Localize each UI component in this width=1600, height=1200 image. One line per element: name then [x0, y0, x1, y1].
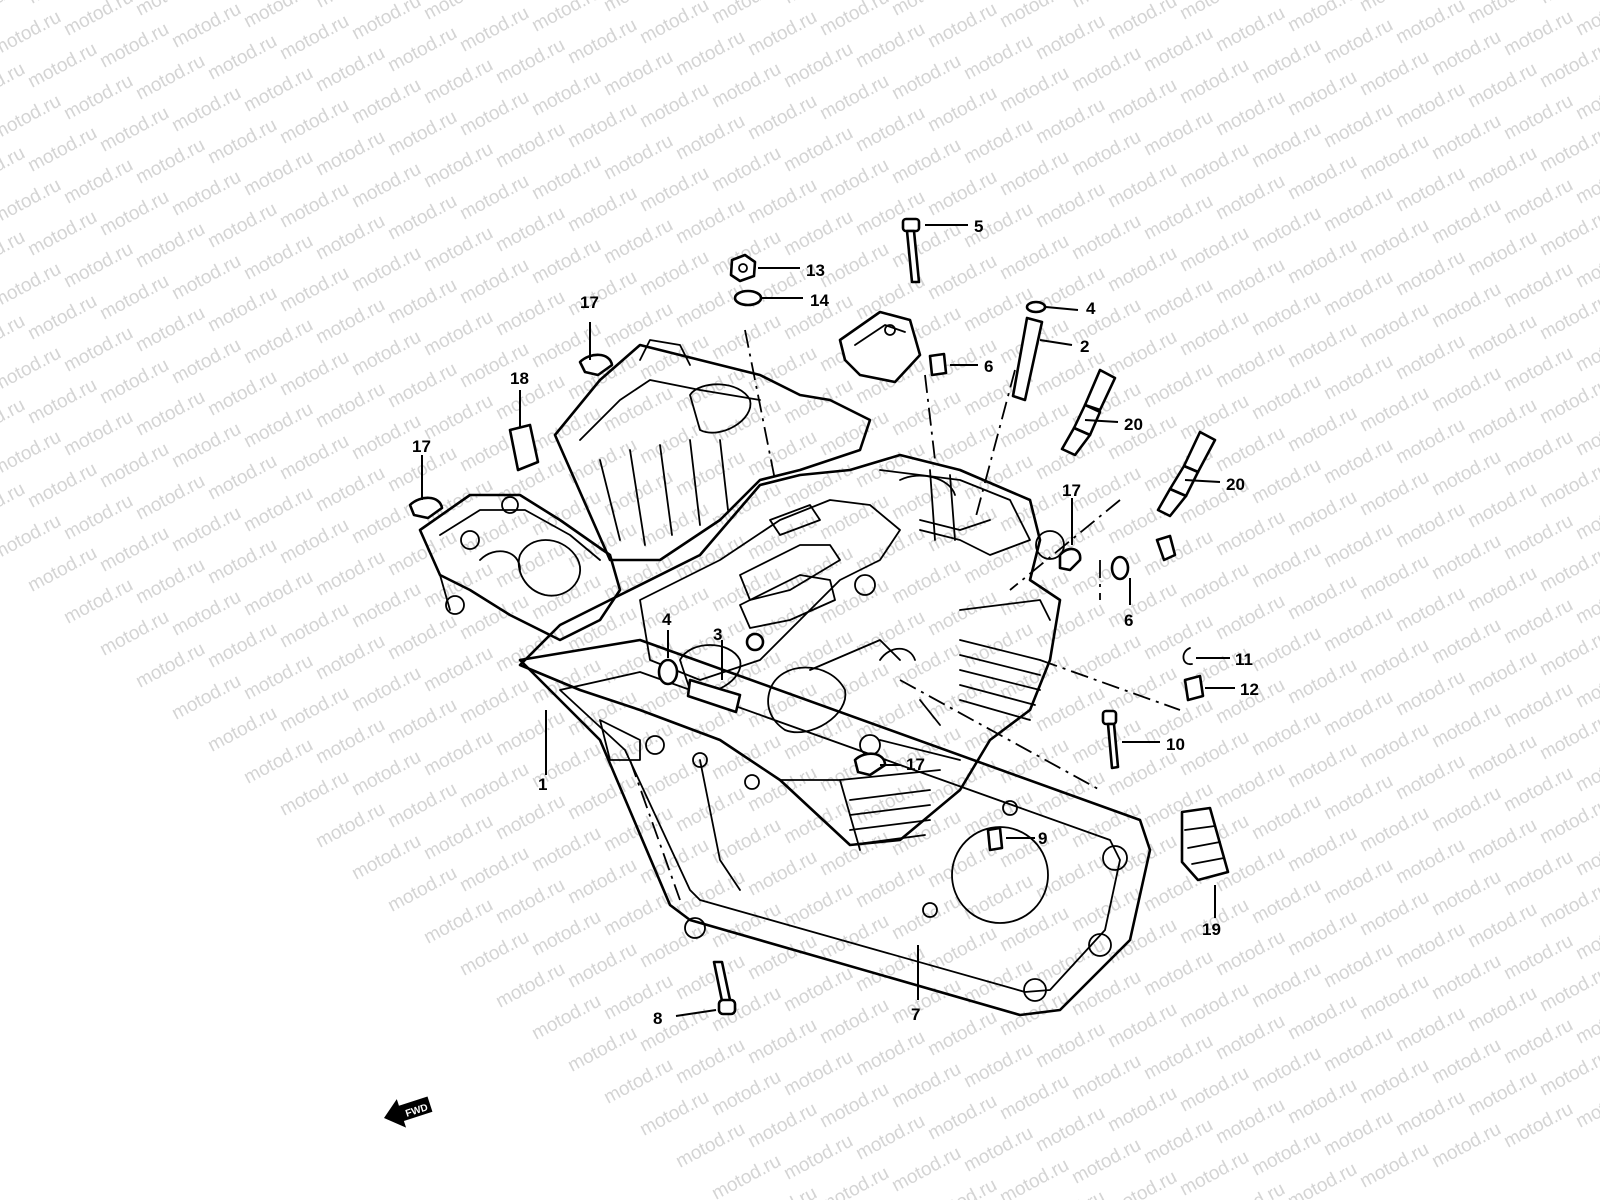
o-ring-part-4-upper	[1025, 300, 1047, 314]
grommet-part-17a	[578, 353, 614, 377]
callout-label: 20	[1226, 475, 1245, 494]
callout-label: 7	[911, 1005, 920, 1024]
grommet-part-17c	[1058, 547, 1082, 572]
callout-label: 10	[1166, 735, 1185, 754]
parts	[408, 217, 1230, 1016]
callout-label: 1	[538, 775, 547, 794]
dowel-part-6-upper	[928, 352, 948, 377]
nut-part-13	[729, 253, 757, 283]
front-direction-arrow: FWD	[384, 1096, 433, 1128]
callout-label: 20	[1124, 415, 1143, 434]
bolt-part-10	[1101, 709, 1120, 770]
clip-part-12	[1183, 674, 1205, 702]
washer-part-14	[733, 289, 763, 307]
o-ring-part-4-lower	[657, 658, 679, 686]
callout-label: 19	[1202, 920, 1221, 939]
bolt-part-5	[901, 217, 921, 284]
callout-label: 6	[1124, 611, 1133, 630]
callout-label: 9	[1038, 829, 1047, 848]
callout-label: 2	[1080, 337, 1089, 356]
stud-part-3	[686, 678, 742, 714]
callout-label: 6	[984, 357, 993, 376]
callout-label: 4	[662, 610, 672, 629]
callout-label: 8	[653, 1009, 662, 1028]
rubber-part-18	[508, 423, 540, 472]
callout-label: 17	[580, 293, 599, 312]
callout-label: 18	[510, 369, 529, 388]
cylinder-head-gasket	[518, 638, 1152, 1017]
bracket-part-right	[1155, 534, 1177, 562]
o-ring-part-4-right	[1110, 555, 1130, 581]
camshaft-cap	[838, 310, 922, 384]
bolt-part-8	[712, 960, 737, 1016]
cylinder-head	[418, 339, 1065, 851]
callout-label: 17	[906, 755, 925, 774]
clip-part-11	[1182, 647, 1193, 665]
callout-label: 12	[1240, 680, 1259, 699]
arrow-left-icon	[384, 1096, 433, 1128]
callout-label: 13	[806, 261, 825, 280]
callout-label: 4	[1086, 299, 1096, 318]
callout-label: 11	[1235, 650, 1253, 669]
grommet-part-17d	[853, 752, 887, 777]
rubber-part-19	[1180, 806, 1230, 882]
leader-lines	[421, 224, 1235, 1017]
spark-plug-part-20-lower	[1156, 430, 1217, 518]
callout-label: 17	[412, 437, 431, 456]
assembly-lines	[629, 329, 1181, 901]
callout-label: 5	[974, 217, 983, 236]
callout-label: 14	[810, 291, 829, 310]
grommet-part-17b	[408, 496, 444, 520]
dowel-part-9	[986, 826, 1004, 852]
callout-labels: 1 2 3 4 4 5 6 6 7 8 9 10 11 12 13 14 17 …	[412, 217, 1259, 1028]
callout-label: 3	[713, 625, 722, 644]
spark-plug-part-20-upper	[1060, 368, 1117, 457]
tube-part-2	[1011, 316, 1044, 402]
callout-label: 17	[1062, 481, 1081, 500]
